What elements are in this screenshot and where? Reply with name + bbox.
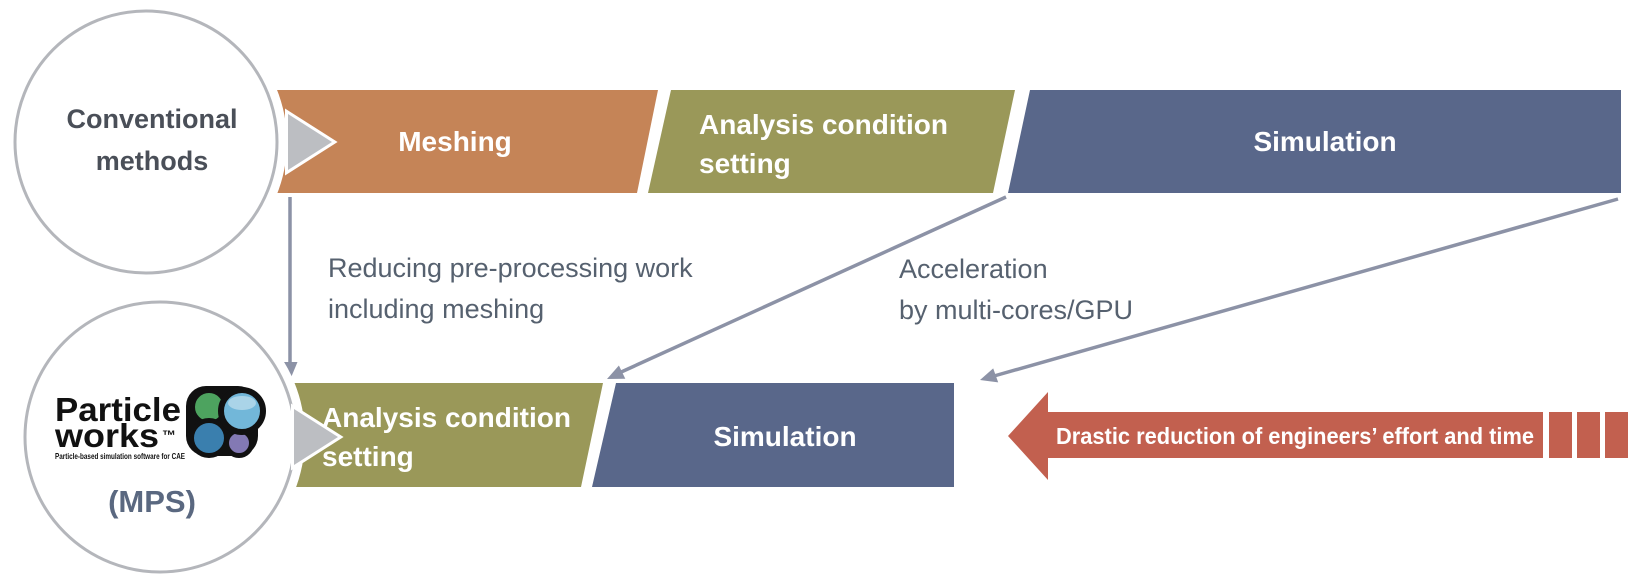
- simulation-bottom-label: Simulation: [713, 421, 856, 452]
- mps-pointer-icon: [291, 403, 344, 471]
- annotation-preprocessing-line1: Reducing pre-processing work: [328, 253, 693, 283]
- step-meshing-banner: [260, 90, 658, 193]
- benefit-arrow-dash-2: [1577, 412, 1600, 458]
- step-simulation-banner-bottom: [592, 383, 954, 487]
- logo-particles-icon: [186, 386, 266, 458]
- logo-tagline: Particle-based simulation software for C…: [55, 451, 185, 461]
- connector-simulation-line: [993, 197, 1619, 378]
- logo-circle-darkblue: [189, 418, 229, 458]
- annotation-preprocessing-line2: including meshing: [328, 294, 544, 324]
- conventional-label-line1: Conventional: [66, 104, 237, 134]
- conventional-pointer-icon: [285, 108, 338, 176]
- connector-simulation-arrowhead: [980, 368, 999, 383]
- annotation-acceleration-line1: Acceleration: [899, 254, 1048, 284]
- logo-trademark: ™: [162, 427, 176, 443]
- benefit-arrow-dash-3: [1605, 412, 1628, 458]
- conventional-label-line2: methods: [96, 146, 209, 176]
- conventional-steps: [260, 90, 1621, 193]
- condition-bottom-label-line2: setting: [322, 441, 414, 472]
- step-condition-banner-top: [648, 90, 1015, 193]
- logo-word-works: works: [54, 417, 159, 454]
- benefit-arrow-label: Drastic reduction of engineers’ effort a…: [1056, 423, 1534, 449]
- mps-steps: [275, 383, 954, 487]
- connector-arrows: [282, 195, 1619, 383]
- connector-condition-arrowhead: [607, 365, 626, 379]
- meshing-label: Meshing: [398, 126, 512, 157]
- condition-top-label-line2: setting: [699, 148, 791, 179]
- simulation-top-label: Simulation: [1253, 126, 1396, 157]
- logo-word-particle: Particle: [55, 391, 181, 428]
- annotation-acceleration-line2: by multi-cores/GPU: [899, 295, 1133, 325]
- connector-condition-line: [618, 195, 1007, 375]
- benefit-arrow-dash-1: [1549, 412, 1572, 458]
- logo-circle-gloss: [228, 396, 256, 410]
- mps-label: (MPS): [108, 484, 196, 519]
- benefit-arrow: Drastic reduction of engineers’ effort a…: [1008, 392, 1628, 480]
- particleworks-logo: Particle works ™ Particle-based simulati…: [54, 386, 266, 519]
- benefit-arrow-body-icon: [1008, 392, 1543, 480]
- step-simulation-banner-top: [1008, 90, 1621, 193]
- step-condition-banner-bottom: [275, 383, 603, 487]
- logo-circle-lightblue: [218, 387, 266, 435]
- condition-top-label-line1: Analysis condition: [699, 109, 948, 140]
- conventional-circle: [13, 9, 279, 275]
- condition-bottom-label-line1: Analysis condition: [322, 402, 571, 433]
